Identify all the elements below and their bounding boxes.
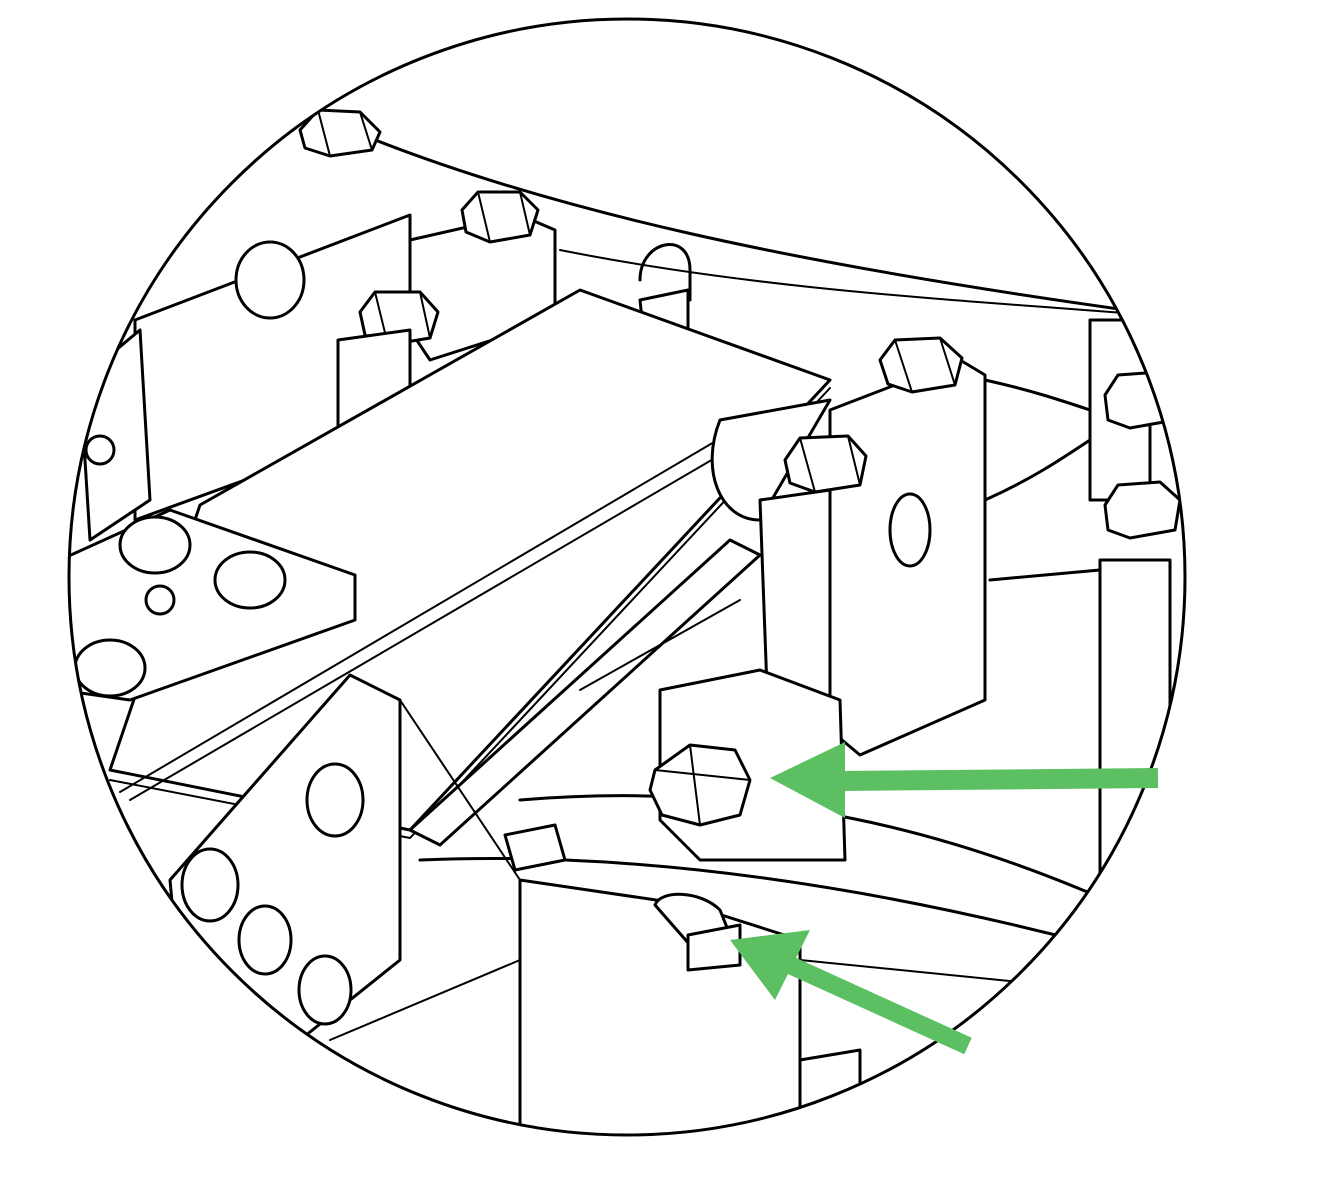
bracket-hole-1 [118, 515, 192, 575]
lower-washer-block [686, 923, 742, 972]
main-beam-groove-1 [119, 414, 761, 793]
structure-line-2 [329, 959, 521, 1041]
main-beam-groove-2 [129, 419, 781, 801]
top-disc-edge [298, 106, 1185, 322]
lower-center-block [518, 878, 802, 1135]
bolt-far-right-lower [1103, 480, 1182, 540]
main-beam-top [108, 288, 832, 832]
bolt-front [648, 743, 752, 827]
lower-plate-hole-3 [237, 904, 293, 976]
bolt-right-middle [783, 434, 868, 494]
structure-line-1 [399, 699, 521, 881]
lower-plate-hole-4 [297, 954, 353, 1026]
bracket-hole-2 [213, 550, 287, 610]
under-rail-slot [579, 599, 741, 691]
lower-right-block [798, 1048, 862, 1135]
left-small-bolt [84, 434, 116, 466]
lower-disc-edge-2 [518, 794, 1152, 922]
drawing-content [69, 106, 1185, 1135]
bolt-upper-middle [460, 190, 540, 244]
right-clamp-hole [888, 492, 932, 568]
bracket-center-screw [144, 584, 176, 616]
right-bracket-line-3 [983, 378, 1092, 412]
lower-plate-hole-1 [305, 762, 365, 838]
under-rail [408, 538, 762, 847]
right-bracket-line-2 [988, 568, 1102, 582]
lower-callout-arrow [730, 930, 972, 1055]
cable-loop [638, 243, 692, 302]
bolt-upper-left [298, 108, 382, 158]
bracket-hole-3 [73, 638, 147, 698]
bolt-right-top [878, 336, 964, 394]
bolt-middle-left [358, 290, 440, 347]
bolt-far-right-upper [1103, 370, 1182, 430]
detail-circle-border [67, 17, 1187, 1137]
left-post [78, 328, 152, 542]
upper-callout-arrow [770, 742, 1159, 818]
lower-plate-hole-2 [180, 847, 240, 923]
right-bracket-line [983, 438, 1092, 502]
plate-hole [234, 240, 306, 320]
main-beam-edge [109, 387, 831, 839]
lower-small-clip [503, 823, 567, 872]
